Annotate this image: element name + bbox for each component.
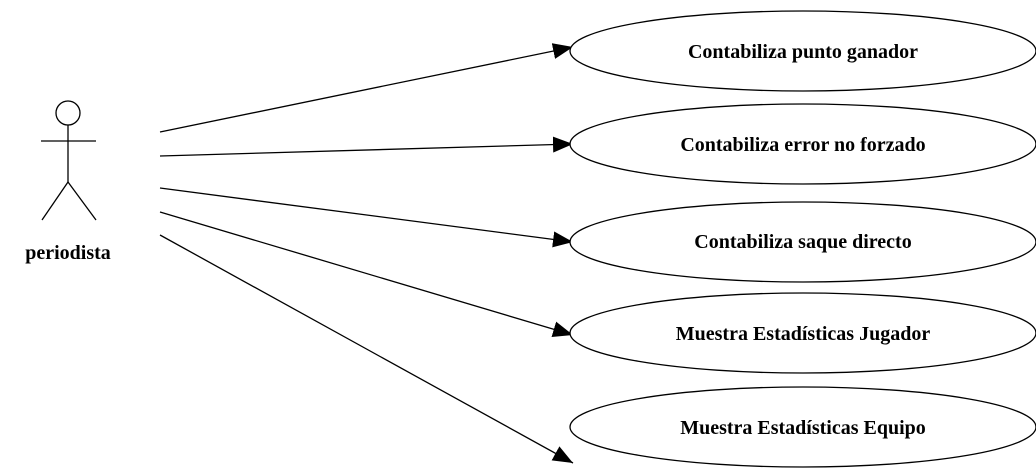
actor-right-leg	[67, 181, 97, 221]
use-case-ellipse	[569, 201, 1036, 283]
use-case-ellipse	[569, 103, 1036, 185]
use-case-3[interactable]: Contabiliza saque directo	[569, 201, 1036, 283]
use-case-ellipse	[569, 292, 1036, 374]
use-case-5[interactable]: Muestra Estadísticas Equipo	[569, 386, 1036, 468]
use-case-4[interactable]: Muestra Estadísticas Jugador	[569, 292, 1036, 374]
actor-icon	[41, 100, 97, 221]
association-arrow-2	[159, 136, 574, 157]
actor-label: periodista	[25, 242, 111, 264]
use-case-label: Muestra Estadísticas Equipo	[680, 417, 926, 439]
associations	[159, 43, 574, 464]
use-case-label: Contabiliza saque directo	[694, 231, 911, 253]
use-case-2[interactable]: Contabiliza error no forzado	[569, 103, 1036, 185]
association-arrow-4	[159, 211, 574, 337]
association-arrow-1	[159, 43, 574, 133]
association-arrow-5	[159, 234, 574, 464]
use-case-1[interactable]: Contabiliza punto ganador	[569, 10, 1036, 92]
actor-left-leg	[41, 181, 69, 221]
actor-head	[55, 100, 81, 126]
use-case-label: Contabiliza error no forzado	[680, 134, 925, 156]
use-case-label: Muestra Estadísticas Jugador	[676, 323, 931, 345]
association-arrow-3	[159, 187, 574, 248]
use-case-label: Contabiliza punto ganador	[688, 41, 918, 63]
use-case-ellipse	[569, 386, 1036, 468]
use-case-ellipse	[569, 10, 1036, 92]
